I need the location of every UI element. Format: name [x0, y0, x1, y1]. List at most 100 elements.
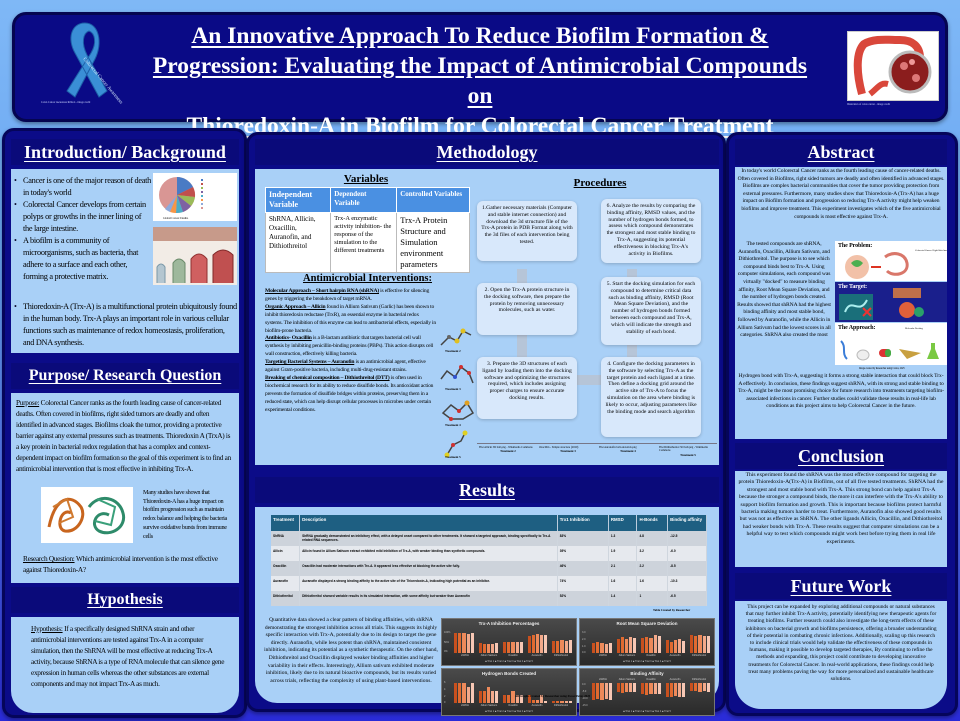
category-label: shRNA — [599, 654, 607, 657]
bar — [608, 642, 612, 653]
bar — [486, 687, 491, 703]
bar — [503, 642, 507, 653]
results-heading: Results — [255, 477, 719, 503]
bar — [568, 639, 572, 653]
bar — [629, 637, 633, 653]
bar — [454, 683, 458, 703]
bar-group — [665, 683, 686, 703]
results-cell: Auranofin — [271, 576, 301, 591]
results-cell: Allicin — [271, 546, 301, 561]
bar — [690, 635, 694, 653]
chart-plot-area — [592, 683, 710, 703]
bar-group — [527, 629, 548, 653]
bar — [544, 635, 548, 653]
hypothesis-label: Hypothesis: — [31, 624, 63, 633]
variables-heading: Variables — [343, 173, 389, 185]
bar — [641, 637, 645, 653]
category-label: Auranofin — [669, 678, 681, 681]
bar — [633, 683, 637, 693]
results-cell: -10.3 — [667, 576, 707, 591]
intervention-item: Antibiotics- Oxacillin is a B-lactam ant… — [265, 335, 437, 359]
abstract-methods: The tested compounds are shRNA, Auranofi… — [737, 241, 831, 339]
molecule-label: Treatment 2 — [445, 349, 461, 353]
bar — [665, 683, 669, 697]
variables-header: Independent Variable — [264, 187, 332, 213]
bar — [604, 683, 608, 700]
variables-header: Controlled Variables — [396, 187, 470, 213]
bar — [507, 695, 511, 703]
y-tick: 100% — [444, 631, 451, 634]
results-cell: 2.2 — [636, 561, 669, 576]
bar — [641, 683, 645, 695]
chart-title: Binding Affinity — [630, 671, 664, 676]
chart-rmsd: Root Mean Square Deviation 3.0 2.0 1.0 0… — [579, 618, 715, 666]
bar — [657, 636, 661, 653]
bar — [564, 701, 568, 703]
results-cell: -8.5 — [667, 561, 707, 576]
intervention-item: Organic Approach – Allicin found in Alli… — [265, 304, 437, 336]
right-column-panel: Abstract In today's world Colorectal Can… — [726, 132, 958, 716]
intro-bullet: Cancer is one of the major reason of dea… — [11, 175, 151, 199]
results-cell: 1.6 — [636, 576, 669, 591]
intervention-text: is often used in biochemical research fo… — [265, 374, 434, 413]
bar — [540, 695, 544, 703]
bar — [482, 643, 486, 653]
bar-group — [690, 629, 710, 653]
bar — [478, 643, 482, 653]
results-header: Treatment — [271, 515, 301, 531]
figure-credit: Image created by Researcher using Canva,… — [859, 367, 905, 370]
hypothesis-text: If a specifically designed ShRNA strain … — [31, 624, 225, 688]
methodology-heading: Methodology — [255, 139, 719, 165]
results-cell: 1.3 — [608, 531, 638, 546]
bar-group — [503, 679, 523, 703]
bar — [702, 683, 706, 692]
y-tick: 4 — [444, 688, 446, 691]
procedure-step-5: 5. Start the docking simulation for each… — [601, 277, 701, 345]
bar — [653, 683, 657, 695]
bar-group — [641, 683, 661, 703]
results-header: Description — [299, 515, 558, 531]
results-body: Treatment Description Trx1 Inhibition RM… — [255, 507, 719, 716]
procedure-step-2: 2. Open the Trx-A protein structure in t… — [477, 283, 577, 335]
dithiothreitol-molecule-image — [444, 430, 468, 458]
abstract-body: In today's world Colorectal Cancer ranks… — [735, 167, 947, 439]
category-label: Auranofin — [669, 654, 681, 657]
chart-title: Trx-A Inhibition Percentages — [478, 621, 540, 626]
procedures-heading: Procedures — [573, 177, 627, 189]
y-tick: 50% — [444, 641, 450, 644]
results-cell: Dithiothreitol showed variable results i… — [299, 591, 558, 606]
title-line-1: An Innovative Approach To Reduce Biofilm… — [191, 23, 769, 49]
bar — [653, 635, 657, 653]
allicin-molecule-image — [440, 328, 472, 346]
results-header: H-Bonds — [636, 515, 669, 531]
hypothesis-paragraph: Hypothesis: If a specifically designed S… — [31, 623, 229, 689]
chart-inhibition-percentages: Trx-A Inhibition Percentages 100% 50% 0%… — [441, 618, 577, 666]
bar — [604, 644, 608, 653]
reference-text: File:Auranofin ball-and-stick.png — [599, 446, 637, 449]
procedure-step-6: 6. Analyze the results by comparing the … — [601, 199, 701, 263]
bar — [535, 634, 540, 653]
chart-title: Root Mean Square Deviation — [616, 621, 678, 626]
bar — [519, 695, 523, 703]
results-cell: 52% — [557, 591, 609, 606]
bar — [564, 641, 568, 653]
bar — [515, 642, 519, 653]
graphs-credit: All Graphs Created by Researcher using P… — [515, 694, 591, 698]
future-work-body: This project can be expanded by explorin… — [735, 601, 947, 709]
bar — [491, 691, 495, 703]
pie-chart-title: Global Cancer Deaths — [163, 216, 189, 220]
bar — [645, 683, 649, 695]
bar — [698, 634, 702, 653]
y-tick: -15.0 — [582, 704, 588, 707]
bar — [470, 632, 474, 653]
results-cell: Dithiothreitol — [271, 591, 301, 606]
introduction-heading: Introduction/ Background — [11, 139, 239, 165]
bar — [616, 638, 620, 653]
procedure-step-1: 1.Gather necessary materials (Computer a… — [477, 201, 577, 261]
y-tick: 3.0 — [582, 631, 586, 634]
reference-label: Treatment 3 — [560, 449, 576, 454]
results-header: Binding affinity — [667, 515, 707, 531]
category-label: shRNA — [461, 704, 469, 707]
molecule-label: Treatment 4 — [445, 423, 461, 427]
